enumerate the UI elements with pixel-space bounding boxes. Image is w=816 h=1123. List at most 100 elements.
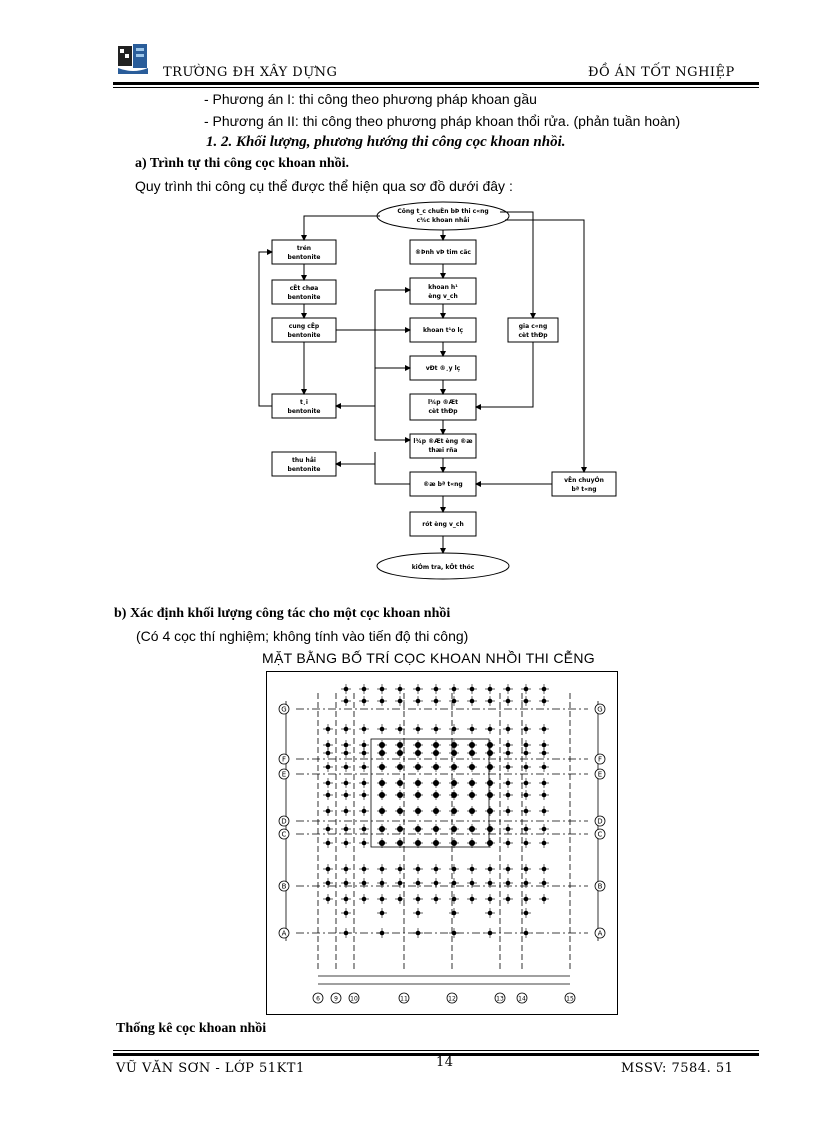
construction-flowchart: Công t_c chuÈn bÞ thi c«ng c¾c khoan nhå… — [258, 201, 617, 580]
flow-box-lap-cot-thep — [409, 393, 477, 421]
svg-text:F: F — [282, 756, 286, 764]
svg-text:6: 6 — [316, 996, 320, 1003]
row-axis-bubble-C: C — [278, 828, 290, 840]
footer-rule-thin — [113, 1050, 759, 1051]
row-axis-bubble-B: B — [278, 880, 290, 892]
row-axis-bubble-G: G — [594, 703, 606, 715]
page-number: 14 — [436, 1055, 454, 1070]
fc-center2-0: l¾p ®Æt — [428, 399, 458, 406]
footer-student-id: MSSV: 7584. 51 — [621, 1061, 734, 1076]
row-axis-bubble-E: E — [594, 768, 606, 780]
svg-text:B: B — [598, 883, 603, 891]
fc-left-3: bentonite — [288, 294, 321, 301]
svg-text:E: E — [282, 771, 286, 779]
svg-text:E: E — [598, 771, 602, 779]
flow-intro: Quy trình thi công cụ thể được thể hiện … — [135, 178, 513, 194]
row-axis-bubble-A: A — [278, 927, 290, 939]
fc-left-9: bentonite — [288, 466, 321, 473]
fc-center2-3: thæi rña — [429, 447, 458, 454]
row-axis-bubble-D: D — [278, 815, 290, 827]
fc-center2-5: rót èng v_ch — [422, 521, 464, 528]
col-axis-bubble-11: 11 — [398, 992, 410, 1004]
fc-end: kiÓm tra, kÕt thóc — [412, 564, 475, 571]
fc-right-0: gia c«ng — [519, 323, 548, 330]
fc-center2-2: l¾p ®Æt èng ®æ — [413, 438, 472, 445]
svg-text:F: F — [598, 756, 602, 764]
option-2: - Phương án II: thi công theo phương phá… — [204, 113, 681, 129]
flow-box-tron — [271, 239, 337, 265]
fc-left-7: bentonite — [288, 408, 321, 415]
header-rule-thick — [113, 82, 759, 85]
svg-text:G: G — [597, 706, 602, 714]
fc-start-l2: c¾c khoan nhåi — [417, 217, 470, 224]
flow-box-cat-chua — [271, 279, 337, 305]
svg-text:15: 15 — [566, 996, 574, 1003]
fc-left-2: cÊt chøa — [290, 284, 319, 292]
svg-text:14: 14 — [518, 996, 526, 1003]
fc-start-l1: Công t_c chuÈn bÞ thi c«ng — [397, 207, 488, 215]
svg-text:D: D — [597, 818, 602, 826]
col-axis-bubble-14: 14 — [516, 992, 528, 1004]
svg-text:D: D — [281, 818, 286, 826]
fc-center-4: vÐt ®¸y lç — [426, 365, 461, 372]
fc-center-1: khoan h¹ — [428, 284, 458, 291]
row-axis-bubble-A: A — [594, 927, 606, 939]
header-project: ĐỒ ÁN TỐT NGHIỆP — [588, 65, 735, 80]
fc-center2-4: ®æ bª t«ng — [423, 481, 462, 488]
fc-center2-1: cèt thÐp — [428, 408, 458, 415]
svg-text:A: A — [598, 930, 603, 938]
flow-start — [376, 201, 510, 231]
col-axis-bubble-12: 12 — [446, 992, 458, 1004]
fc-center-0: ®Þnh vÞ tim cäc — [415, 249, 471, 256]
row-axis-bubble-F: F — [594, 753, 606, 765]
fc-left-8: thu håi — [292, 457, 316, 464]
fc-right-2: vËn chuyÓn — [564, 477, 604, 484]
header-school: TRƯỜNG ĐH XÂY DỰNG — [163, 65, 338, 80]
test-piles-note: (Có 4 cọc thí nghiệm; không tính vào tiế… — [136, 628, 469, 644]
col-axis-bubble-9: 9 — [330, 992, 342, 1004]
plan-title: MẶT BẰNG BỐ TRÍ CỌC KHOAN NHỒI THI CỄNG — [262, 650, 595, 666]
svg-text:12: 12 — [448, 996, 456, 1003]
fc-left-4: cung cÊp — [289, 322, 320, 330]
fc-left-0: trén — [297, 245, 311, 252]
svg-text:C: C — [598, 831, 603, 839]
svg-text:9: 9 — [334, 996, 338, 1003]
row-axis-bubble-B: B — [594, 880, 606, 892]
flow-box-rut-ong — [409, 511, 477, 537]
svg-text:C: C — [282, 831, 287, 839]
row-axis-bubble-E: E — [278, 768, 290, 780]
flow-box-khoan-ha — [409, 277, 477, 305]
fc-center-2: èng v_ch — [428, 293, 457, 300]
footer-author: VŨ VĂN SƠN - LỚP 51KT1 — [116, 1061, 305, 1076]
row-axis-bubble-G: G — [278, 703, 290, 715]
section-heading: 1. 2. Khối lượng, phương hướng thi công … — [206, 134, 566, 150]
col-axis-bubble-15: 15 — [564, 992, 576, 1004]
fc-left-1: bentonite — [288, 254, 321, 261]
svg-text:G: G — [281, 706, 286, 714]
svg-text:B: B — [282, 883, 287, 891]
flow-box-do-be-tong — [409, 471, 477, 497]
svg-text:A: A — [282, 930, 287, 938]
footer-rule-thick — [113, 1053, 759, 1056]
col-axis-bubble-6: 6 — [312, 992, 324, 1004]
flow-box-gia-cong — [507, 317, 559, 343]
col-axis-bubble-10: 10 — [348, 992, 360, 1004]
flow-box-van-chuyen — [551, 471, 617, 497]
subheading-b: b) Xác định khối lượng công tác cho một … — [114, 606, 451, 621]
fc-center-3: khoan t¹o lç — [423, 327, 464, 334]
col-axis-bubble-13: 13 — [494, 992, 506, 1004]
row-axis-bubble-F: F — [278, 753, 290, 765]
row-axis-bubble-D: D — [594, 815, 606, 827]
fc-left-6: t¸i — [300, 399, 308, 406]
header-rule-thin — [113, 87, 759, 88]
fc-right-1: cèt thÐp — [518, 332, 548, 339]
option-1: - Phương án I: thi công theo phương pháp… — [204, 91, 537, 107]
fc-right-3: bª t«ng — [571, 486, 596, 493]
row-axis-bubble-C: C — [594, 828, 606, 840]
pile-stats-heading: Thống kê cọc khoan nhồi — [116, 1021, 267, 1036]
school-logo — [116, 40, 150, 76]
svg-text:11: 11 — [400, 996, 408, 1003]
subheading-a: a) Trình tự thi công cọc khoan nhồi. — [135, 156, 350, 171]
fc-left-5: bentonite — [288, 332, 321, 339]
